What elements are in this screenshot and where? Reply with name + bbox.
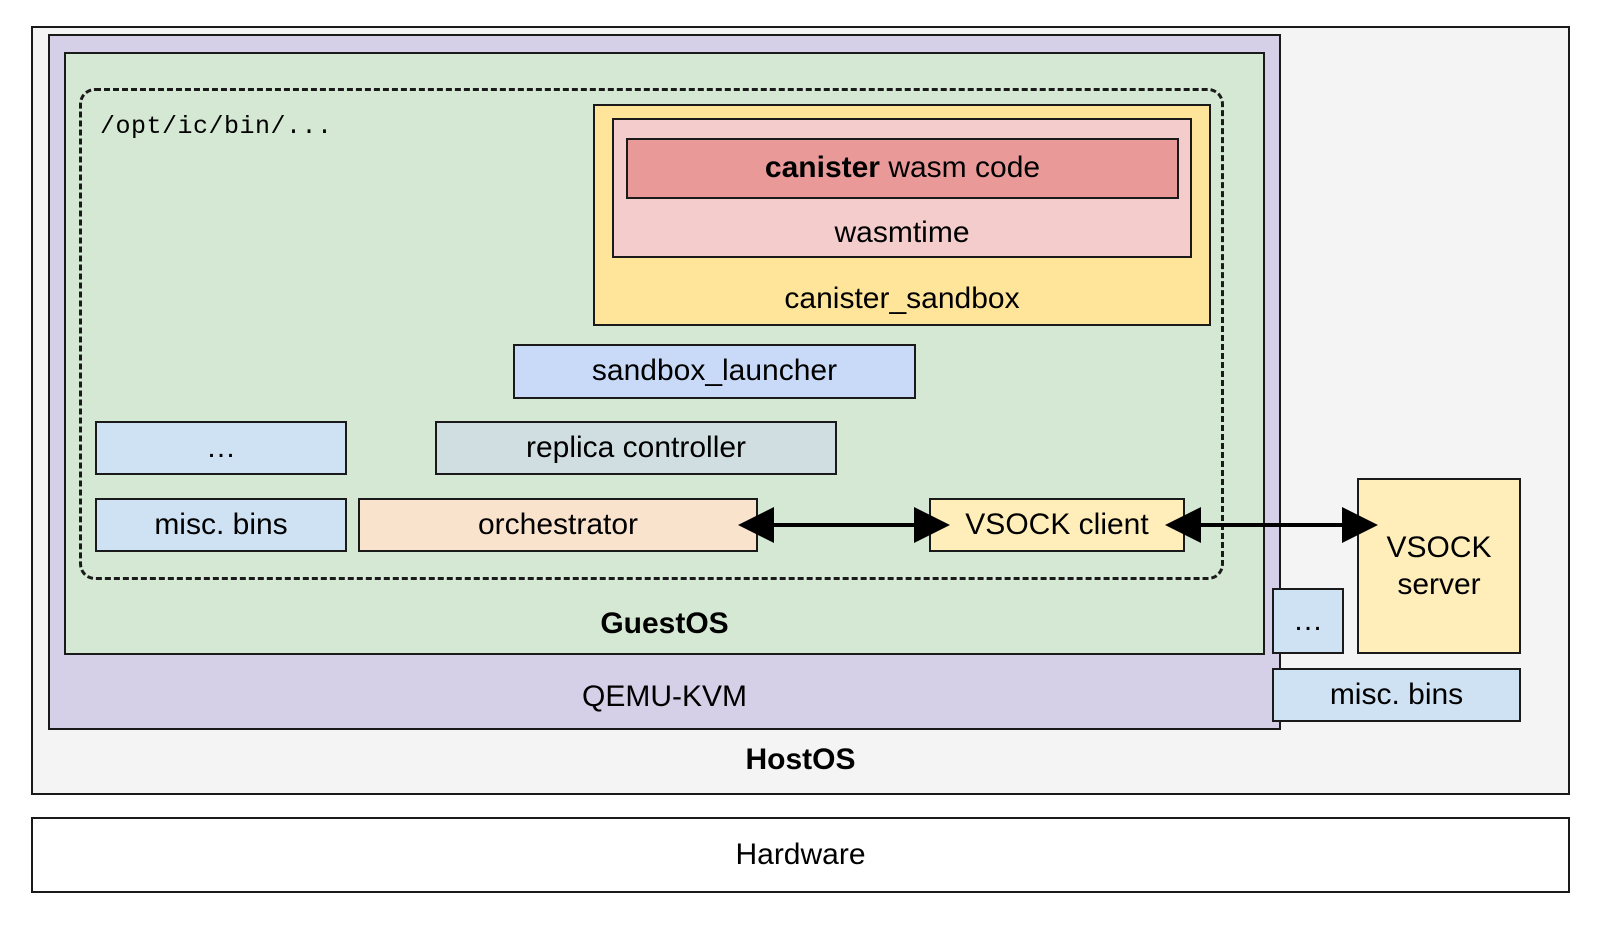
canister-wasm-code-label: canister wasm code bbox=[765, 151, 1040, 186]
guest-ellipsis-label: … bbox=[206, 430, 236, 464]
canister-sandbox-label: canister_sandbox bbox=[784, 281, 1020, 315]
orchestrator-vsock-client-arrow bbox=[738, 507, 950, 543]
orchestrator-box: orchestrator bbox=[358, 498, 758, 552]
replica-controller-label: replica controller bbox=[525, 430, 747, 464]
host-ellipsis-box: … bbox=[1272, 588, 1344, 654]
vsock-client-label: VSOCK client bbox=[965, 507, 1149, 541]
sandbox-launcher-box: sandbox_launcher bbox=[513, 344, 916, 399]
vsock-client-box: VSOCK client bbox=[929, 498, 1185, 552]
qemu-kvm-label: QEMU-KVM bbox=[582, 679, 747, 713]
hostos-label: HostOS bbox=[745, 742, 856, 776]
opt-ic-bin-region bbox=[79, 88, 1224, 580]
guest-misc-bins-box: misc. bins bbox=[95, 498, 347, 552]
canister-wasm-code-label-bold: canister bbox=[764, 151, 880, 185]
hardware-container: Hardware bbox=[31, 817, 1570, 893]
canister-wasm-code-label-rest: wasm code bbox=[880, 151, 1041, 185]
host-misc-bins-box: misc. bins bbox=[1272, 668, 1521, 722]
canister-wasm-code-box: canister wasm code bbox=[626, 138, 1179, 199]
guest-ellipsis-box: … bbox=[95, 421, 347, 475]
vsock-server-label-line2: server bbox=[1397, 568, 1481, 601]
wasmtime-label: wasmtime bbox=[834, 215, 970, 249]
vsock-server-box: VSOCK server bbox=[1357, 478, 1521, 654]
vsock-server-label-line1: VSOCK bbox=[1386, 530, 1492, 564]
sandbox-launcher-label: sandbox_launcher bbox=[591, 354, 838, 388]
host-misc-bins-label: misc. bins bbox=[1329, 677, 1464, 711]
hardware-label: Hardware bbox=[735, 837, 866, 871]
host-ellipsis-label: … bbox=[1293, 603, 1323, 637]
guest-misc-bins-label: misc. bins bbox=[154, 507, 288, 541]
opt-ic-bin-path-label: /opt/ic/bin/... bbox=[100, 112, 333, 141]
vsock-client-vsock-server-arrow bbox=[1165, 507, 1378, 543]
guestos-label: GuestOS bbox=[600, 606, 729, 640]
orchestrator-label: orchestrator bbox=[477, 507, 639, 541]
replica-controller-box: replica controller bbox=[435, 421, 837, 475]
